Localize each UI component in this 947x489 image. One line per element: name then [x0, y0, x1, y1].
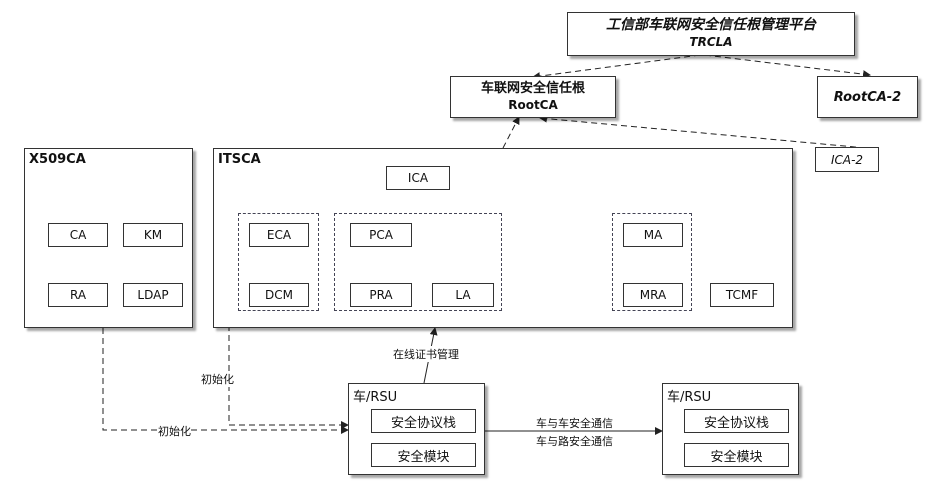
- vehicle-right-module: 安全模块: [684, 443, 789, 467]
- label-init-dcm: 初始化: [201, 371, 234, 387]
- rootca2-label: RootCA-2: [833, 89, 902, 105]
- itsca-eca-node: ECA: [249, 223, 309, 247]
- edge-ica2-rootca: [539, 114, 867, 149]
- itsca-dcm-label: DCM: [265, 288, 293, 302]
- vehicle-left-stack: 安全协议栈: [371, 409, 476, 433]
- label-init-x509: 初始化: [158, 423, 191, 439]
- label-online-cert: 在线证书管理: [393, 346, 459, 362]
- rootca2-box: RootCA-2: [817, 76, 918, 118]
- itsca-mra-node: MRA: [623, 283, 683, 307]
- itsca-pra-label: PRA: [369, 288, 393, 302]
- ica2-box: ICA-2: [815, 147, 879, 172]
- label-v2i: 车与路安全通信: [536, 435, 613, 448]
- itsca-la-node: LA: [432, 283, 494, 307]
- itsca-ica-node: ICA: [386, 166, 450, 190]
- vehicle-right-stack-label: 安全协议栈: [703, 415, 769, 431]
- itsca-pca-node: PCA: [350, 223, 412, 247]
- trcla-subtitle: TRCLA: [689, 35, 733, 49]
- vehicle-right-module-label: 安全模块: [710, 449, 763, 465]
- vehicle-left-module: 安全模块: [371, 443, 476, 467]
- itsca-title: ITSCA: [218, 152, 261, 167]
- itsca-ica-label: ICA: [407, 171, 429, 185]
- itsca-la-label: LA: [455, 288, 471, 302]
- itsca-ma-label: MA: [643, 228, 663, 242]
- edge-dcm-init: [228, 292, 349, 429]
- x509ca-title: X509CA: [29, 152, 86, 167]
- x509-ca-label: CA: [69, 228, 87, 242]
- ica2-label: ICA-2: [830, 152, 864, 167]
- rootca-box: 车联网安全信任根 RootCA: [450, 76, 616, 118]
- vehicle-left-module-label: 安全模块: [397, 449, 450, 465]
- itsca-mra-label: MRA: [639, 288, 667, 302]
- vehicle-left-title: 车/RSU: [353, 390, 398, 405]
- rootca-subtitle: RootCA: [508, 98, 558, 112]
- itsca-ma-node: MA: [623, 223, 683, 247]
- x509-ra-label: RA: [69, 288, 87, 302]
- rootca-title: 车联网安全信任根: [480, 81, 585, 96]
- pca-group: [334, 213, 502, 311]
- x509-km-node: KM: [123, 223, 183, 247]
- edge-itsca-rootca: [502, 116, 520, 149]
- eca-group: [238, 213, 319, 311]
- vehicle-right-title: 车/RSU: [667, 390, 712, 405]
- trcla-box: 工信部车联网安全信任根管理平台 TRCLA: [567, 12, 855, 56]
- itsca-panel: ITSCA: [213, 148, 793, 328]
- edge-x509-init: [102, 328, 349, 434]
- itsca-pra-node: PRA: [350, 283, 412, 307]
- x509-ca-node: CA: [48, 223, 108, 247]
- edge-trcla-rootca2: [704, 54, 871, 79]
- x509-km-label: KM: [143, 228, 163, 242]
- itsca-tcmf-node: TCMF: [710, 283, 774, 307]
- label-v2v: 车与车安全通信: [536, 417, 613, 430]
- itsca-pca-label: PCA: [369, 228, 393, 242]
- itsca-dcm-node: DCM: [249, 283, 309, 307]
- vehicle-right-stack: 安全协议栈: [684, 409, 789, 433]
- ma-group: [612, 213, 692, 311]
- trcla-title: 工信部车联网安全信任根管理平台: [606, 17, 816, 33]
- x509-ldap-node: LDAP: [123, 283, 183, 307]
- vehicle-left-stack-label: 安全协议栈: [390, 415, 456, 431]
- x509-ldap-label: LDAP: [137, 288, 169, 302]
- itsca-tcmf-label: TCMF: [725, 288, 759, 302]
- x509-ra-node: RA: [48, 283, 108, 307]
- itsca-eca-label: ECA: [266, 228, 292, 242]
- edge-trcla-rootca: [532, 54, 701, 81]
